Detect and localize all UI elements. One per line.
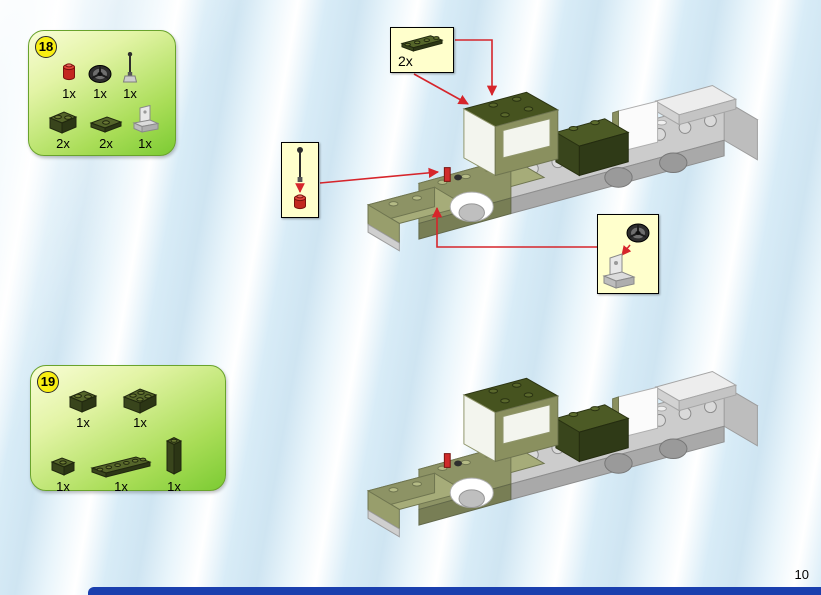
dark-green-brick-1x2-icon xyxy=(65,384,101,414)
part-gray-steering-stand: 1x xyxy=(131,105,159,151)
page-bottom-bar xyxy=(88,587,821,595)
dark-green-corner-brick-icon xyxy=(47,450,79,478)
step-18-parts-panel: 18 1x 1x 1x 2x xyxy=(28,30,176,156)
part-red-cylinder: 1x xyxy=(59,61,79,101)
steering-wheel-icon xyxy=(87,63,113,85)
dark-green-plate-1x6-icon xyxy=(89,452,153,478)
step-19-number-badge: 19 xyxy=(37,371,59,393)
qty-label: 1x xyxy=(62,86,76,101)
part-dark-green-brick-1x1x3: 1x xyxy=(163,432,185,494)
qty-label: 1x xyxy=(93,86,107,101)
part-dark-green-corner-brick: 1x xyxy=(47,450,79,494)
dark-green-brick-1x1x3-icon xyxy=(163,432,185,478)
qty-label: 1x xyxy=(56,479,70,494)
dark-green-plate-1x2-icon xyxy=(87,111,125,135)
truck-model-step-18 xyxy=(325,52,775,297)
qty-label: 1x xyxy=(114,479,128,494)
qty-label: 2x xyxy=(99,136,113,151)
antenna-icon xyxy=(121,51,139,85)
qty-label: 1x xyxy=(76,415,90,430)
step-19-parts-panel: 19 1x 1x 1x 1x xyxy=(30,365,226,494)
step-18-number-badge: 18 xyxy=(35,36,57,58)
dark-green-brick-2x3-icon xyxy=(119,382,161,414)
qty-label: 1x xyxy=(133,415,147,430)
part-dark-green-brick-2x3: 1x xyxy=(119,382,161,430)
steering-assembly-icon xyxy=(602,223,650,289)
page-number: 10 xyxy=(794,567,809,582)
part-dark-green-plate-1x2: 2x xyxy=(87,111,125,151)
part-steering-wheel: 1x xyxy=(87,63,113,101)
qty-label: 1x xyxy=(138,136,152,151)
callout-roof-plates: 2x xyxy=(390,27,454,73)
part-dark-green-brick-1x2: 1x xyxy=(65,384,101,430)
part-antenna: 1x xyxy=(121,51,139,101)
callout-qty-label: 2x xyxy=(398,53,413,69)
dark-green-plate-1x4-icon xyxy=(398,31,446,52)
callout-antenna-assembly xyxy=(281,142,319,218)
antenna-assembly-icon xyxy=(294,147,306,210)
part-dark-green-plate-1x6: 1x xyxy=(89,452,153,494)
truck-model-step-19 xyxy=(325,338,775,583)
dark-green-brick-1x2-icon xyxy=(45,105,81,135)
red-cylinder-icon xyxy=(59,61,79,85)
callout-steering-assembly xyxy=(597,214,659,294)
part-dark-green-brick-1x2: 2x xyxy=(45,105,81,151)
qty-label: 1x xyxy=(167,479,181,494)
gray-steering-stand-icon xyxy=(131,105,159,135)
qty-label: 2x xyxy=(56,136,70,151)
qty-label: 1x xyxy=(123,86,137,101)
